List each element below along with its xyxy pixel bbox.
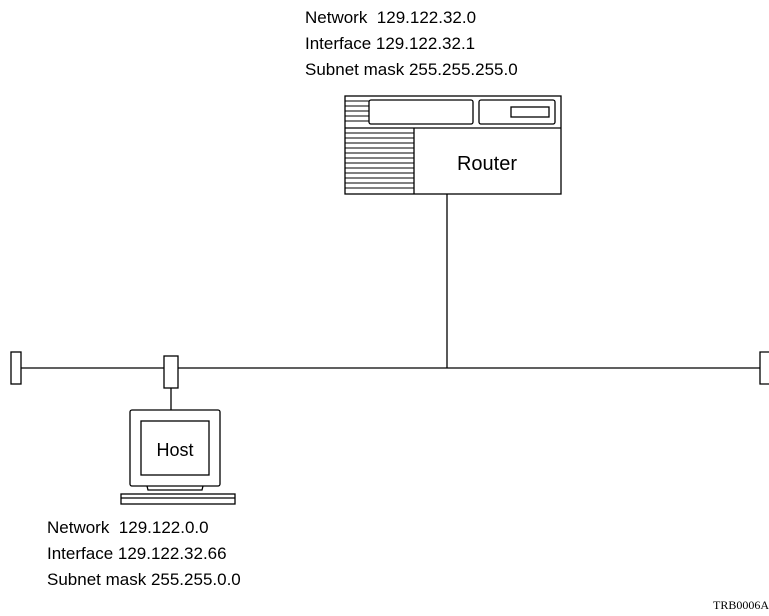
terminator-right xyxy=(759,351,769,385)
router-label: Router xyxy=(457,153,517,175)
router-subnet-mask-label: Subnet mask 255.255.255.0 xyxy=(305,60,518,79)
host-network-label: Network 129.122.0.0 xyxy=(47,518,209,537)
host-transceiver xyxy=(163,355,179,389)
router-interface-label: Interface 129.122.32.1 xyxy=(305,34,476,53)
host-label: Host xyxy=(156,440,193,460)
figure-code: TRB0006A xyxy=(712,598,769,612)
router-network-label: Network 129.122.32.0 xyxy=(305,8,477,27)
terminator-left xyxy=(10,351,22,385)
host-computer-icon xyxy=(120,409,236,505)
host-interface-label: Interface 129.122.32.66 xyxy=(47,544,227,563)
router-icon xyxy=(344,95,562,195)
host-subnet-mask-label: Subnet mask 255.255.0.0 xyxy=(47,570,241,589)
